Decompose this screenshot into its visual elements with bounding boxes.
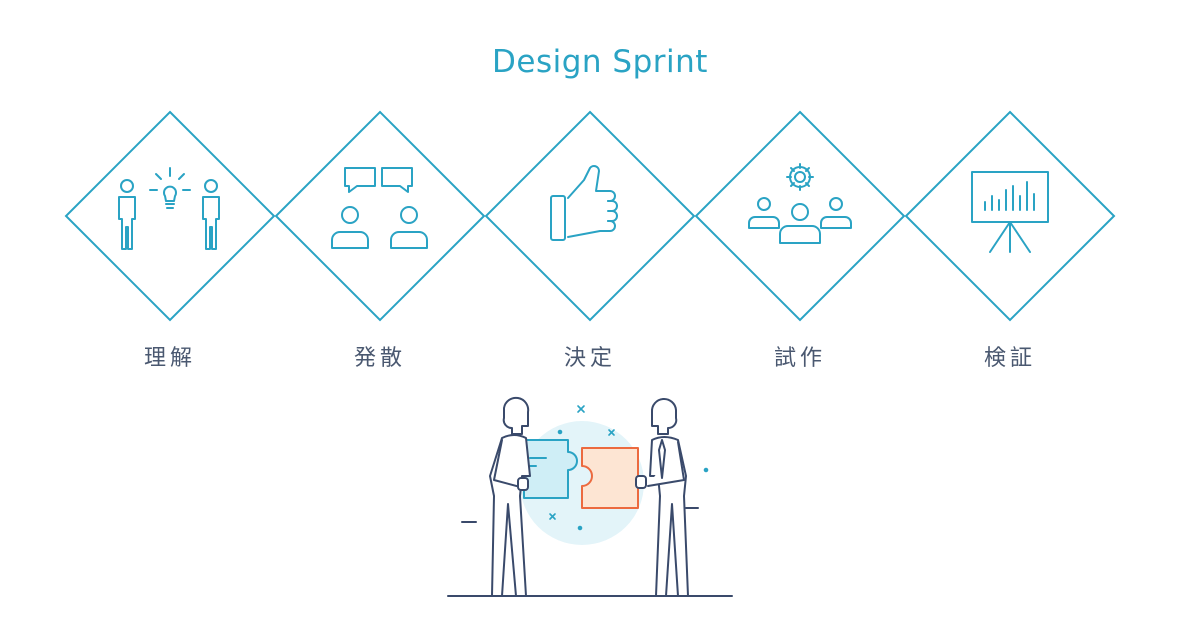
team-gear-icon: [748, 163, 852, 244]
step-label-prototype: 試作: [773, 346, 826, 371]
step-label-understand: 理解: [143, 346, 196, 371]
diamond-frame: [64, 110, 276, 322]
puzzle-collaboration-illustration: [447, 396, 733, 597]
people-idea-icon: [118, 167, 220, 250]
step-label-decide: 決定: [563, 346, 616, 371]
step-label-diverge: 発散: [353, 346, 406, 371]
right-businessman: [635, 398, 689, 597]
page-title: Design Sprint: [492, 44, 708, 80]
diamond-frame: [694, 110, 906, 322]
step-prototype: [694, 110, 906, 322]
left-businessman: [489, 396, 531, 597]
diamond-frame: [274, 110, 486, 322]
step-diverge: [274, 110, 486, 322]
presentation-chart-icon: [971, 171, 1049, 253]
diamond-frame: [904, 110, 1116, 322]
step-validate: [904, 110, 1116, 322]
sparkle-marks: [549, 405, 709, 531]
step-label-validate: 検証: [983, 346, 1036, 371]
discussion-icon: [331, 167, 428, 249]
puzzle-piece-blue: [523, 439, 578, 499]
step-decide: [484, 110, 696, 322]
step-understand: [64, 110, 276, 322]
puzzle-piece-orange: [581, 447, 639, 509]
diamond-frame: [484, 110, 696, 322]
thumbs-up-icon: [550, 165, 618, 241]
